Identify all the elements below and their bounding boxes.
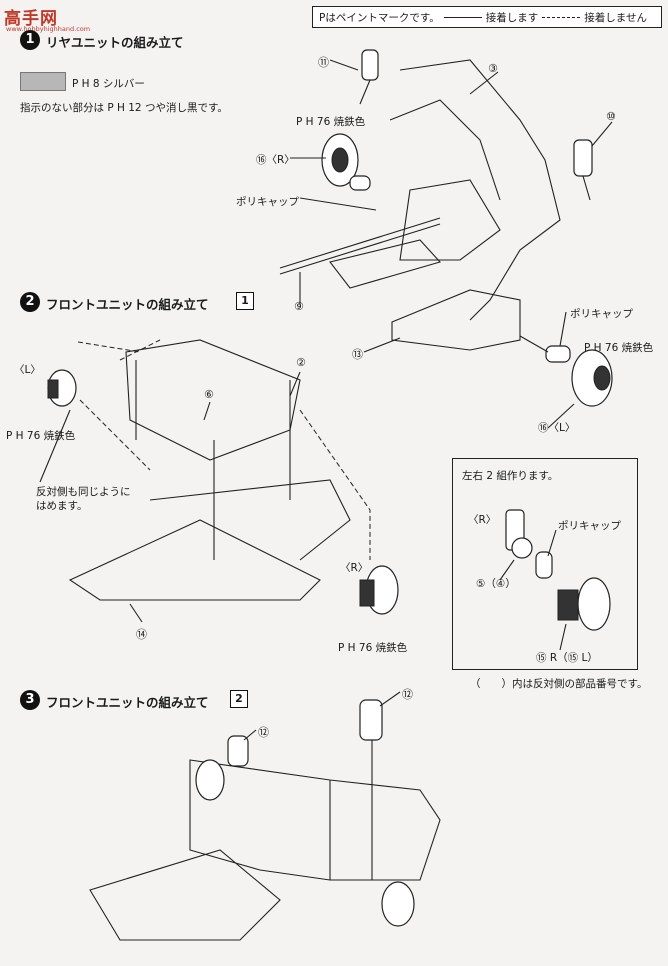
rear-wheel-r — [321, 133, 371, 191]
rear-wheel-l — [519, 335, 613, 407]
step3-title: フロントユニットの組み立て — [46, 695, 209, 710]
front-right-label: 〈R〉 — [340, 562, 369, 574]
site-logo: 高手网 — [4, 9, 58, 29]
step2-title: フロントユニットの組み立て — [46, 297, 209, 312]
front-shock-drawing — [89, 691, 441, 941]
legend-glued: 接着します — [485, 11, 539, 24]
step1-paint-label: P H 76 焼鉄色 — [296, 116, 366, 128]
legend-not-glued: 接着しません — [584, 11, 647, 24]
front-left-label: 〈L〉 — [14, 364, 41, 376]
polycap-label-1: ポリキャップ — [236, 196, 299, 208]
silver-swatch — [20, 72, 66, 91]
step2-ref-box: 1 — [236, 292, 254, 310]
callout-12b: ⑫ — [258, 726, 269, 739]
step2-paint-label-2: P H 76 焼鉄色 — [338, 642, 408, 654]
swatch-label: P H 8 シルバー — [72, 78, 145, 90]
callout-10: ⑩ — [606, 110, 616, 123]
step3-ref-box: 2 — [230, 690, 248, 708]
callout-13: ⑬ — [352, 348, 363, 361]
callout-14: ⑭ — [136, 628, 147, 641]
site-logo-url: www.hobbyhighhand.com — [6, 25, 91, 33]
step2-number: 2 — [20, 292, 40, 312]
step1-note: 指示のない部分は P H 12 つや消し黒です。 — [20, 102, 228, 114]
legend-paint-mark: Pはペイントマークです。 — [319, 11, 440, 24]
callout-2: ② — [296, 356, 306, 369]
rear-unit-drawing — [279, 49, 613, 429]
rear-hub-l-label: ⑯〈L〉 — [538, 422, 576, 434]
callout-9: ⑨ — [294, 300, 304, 313]
inset-title: 左右 2 組作ります。 — [462, 470, 559, 482]
step1-paint-label-2: P H 76 焼鉄色 — [584, 342, 654, 354]
rear-hub-r-label: ⑯〈R〉 — [256, 154, 295, 166]
callout-3: ③ — [488, 62, 498, 75]
callout-6: ⑥ — [204, 388, 214, 401]
inset-footnote: （ ）内は反対側の部品番号です。 — [470, 678, 648, 690]
front-wheel-r — [359, 565, 399, 615]
same-side-note-2: はめます。 — [36, 500, 88, 512]
callout-11: ⑪ — [318, 56, 329, 69]
step3-number: 3 — [20, 690, 40, 710]
inset-part-5-label: ⑤（④） — [476, 578, 516, 590]
front-unit-drawing — [39, 339, 399, 623]
polycap-label-2: ポリキャップ — [570, 308, 633, 320]
same-side-note-1: 反対側も同じように — [36, 486, 131, 498]
inset-r-label: 〈R〉 — [468, 514, 497, 526]
inset-polycap-label: ポリキャップ — [558, 520, 621, 532]
inset-part-15-label: ⑮ R（⑮ L） — [536, 652, 598, 664]
legend-box: Pはペイントマークです。 接着します 接着しません — [312, 6, 662, 28]
inset-box — [452, 458, 638, 670]
front-wheel-l — [47, 369, 77, 407]
callout-12a: ⑫ — [402, 688, 413, 701]
inset-drawing — [499, 509, 611, 651]
dashed-line-icon — [542, 16, 581, 18]
step1-title: リヤユニットの組み立て — [46, 35, 184, 50]
rear-shock-10 — [573, 121, 613, 201]
step1-number: 1 — [20, 30, 40, 50]
rear-shock-11 — [329, 49, 379, 105]
solid-line-icon — [443, 16, 482, 18]
